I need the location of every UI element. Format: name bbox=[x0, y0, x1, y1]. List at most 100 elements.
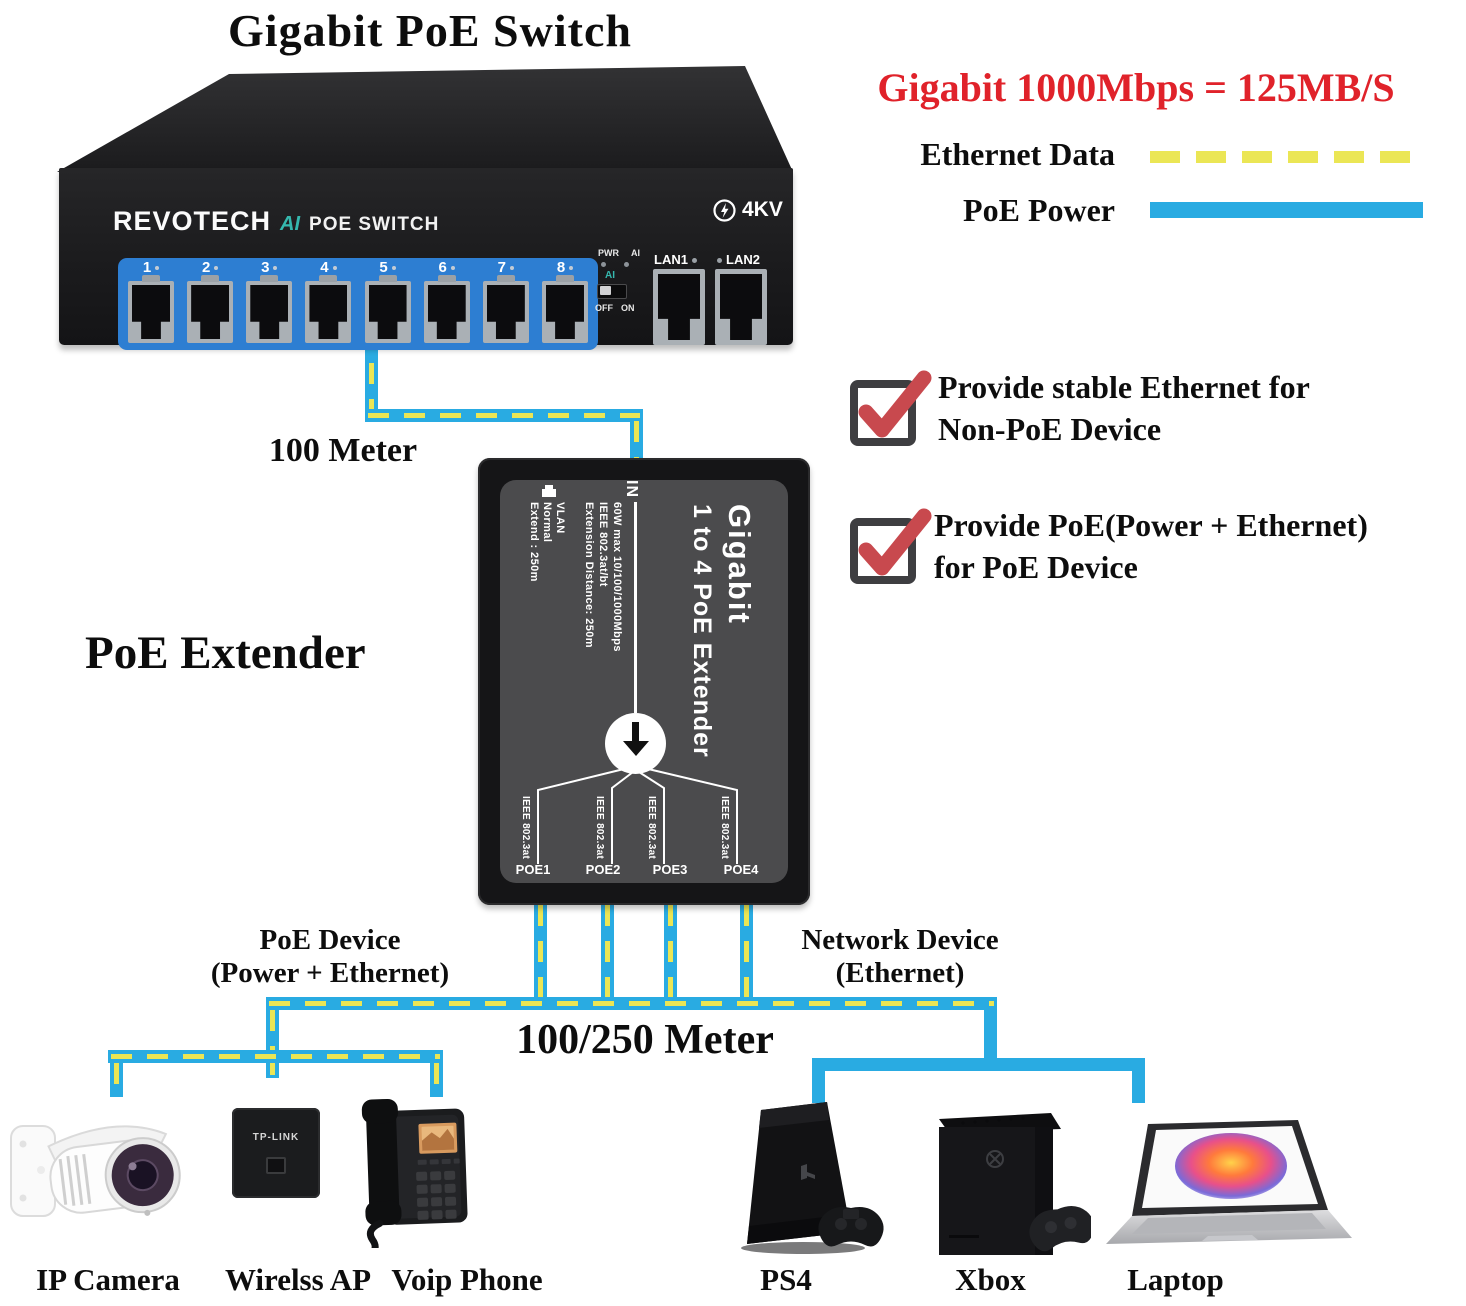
cable-length-label: 100 Meter bbox=[268, 432, 418, 469]
ai-toggle-label: AI bbox=[605, 270, 615, 281]
pwr-led bbox=[601, 262, 606, 267]
bandwidth-headline: Gigabit 1000Mbps = 125MB/S bbox=[877, 65, 1395, 110]
port-number: 8 bbox=[556, 259, 566, 276]
cable-poe-branch-bus bbox=[108, 1050, 443, 1063]
ai-led bbox=[624, 262, 629, 267]
surge-badge: 4KV bbox=[713, 198, 783, 222]
port-led bbox=[510, 266, 515, 271]
laptop-image bbox=[1106, 1120, 1352, 1244]
poe2-ieee-label: IEEE 802.3at bbox=[594, 796, 605, 860]
lan2-port bbox=[715, 269, 767, 345]
ip-camera-image bbox=[10, 1125, 181, 1217]
extender-title: PoE Extender bbox=[85, 627, 366, 679]
poe4-ieee-label: IEEE 802.3at bbox=[719, 796, 730, 860]
label-voip-phone: Voip Phone bbox=[391, 1262, 543, 1297]
ai-toggle-switch bbox=[597, 284, 627, 299]
cable-into-extender bbox=[630, 418, 643, 462]
rj45-port-7: 7 bbox=[482, 259, 529, 345]
feature-1-text: Provide stable Ethernet for Non-PoE Devi… bbox=[938, 366, 1458, 450]
poe-branch-line2: (Power + Ethernet) bbox=[210, 957, 450, 989]
poe3-ieee-label: IEEE 802.3at bbox=[646, 796, 657, 860]
cable-stub-ap bbox=[266, 1060, 279, 1078]
down-arrow-head bbox=[623, 741, 649, 756]
rj45-port-8: 8 bbox=[541, 259, 588, 345]
cable-left-drop bbox=[266, 1007, 279, 1053]
rj45-port-2: 2 bbox=[187, 259, 234, 345]
extender-name-line1: Gigabit bbox=[722, 504, 757, 625]
dip-option-extend: Extend : 250m bbox=[528, 502, 540, 582]
rj45-port-5: 5 bbox=[364, 259, 411, 345]
brand-name: REVOTECH bbox=[113, 206, 272, 236]
brand-ai: AI bbox=[280, 213, 301, 235]
poe4-port-label: POE4 bbox=[723, 862, 759, 877]
cable-switch-horizontal bbox=[365, 409, 643, 422]
switch-brand: REVOTECH AI POE SWITCH bbox=[113, 206, 439, 237]
lan1-port bbox=[653, 269, 705, 345]
rj45-port-1: 1 bbox=[128, 259, 174, 345]
label-ip-camera: IP Camera bbox=[36, 1262, 180, 1297]
port-number: 2 bbox=[201, 259, 211, 276]
cable-stub-laptop bbox=[1132, 1066, 1145, 1103]
ap-port-icon bbox=[266, 1157, 286, 1174]
rj45-port-6: 6 bbox=[423, 259, 470, 345]
network-branch-line2: (Ethernet) bbox=[835, 957, 965, 989]
extender-in-line bbox=[634, 502, 637, 713]
wireless-ap-image: TP-LINK bbox=[232, 1108, 320, 1198]
ethernet-port-icon bbox=[542, 485, 556, 497]
port-number: 6 bbox=[438, 259, 447, 276]
legend-poe-solid-line bbox=[1150, 202, 1423, 218]
poe-switch-image: REVOTECH AI POE SWITCH 4KV 1 2 3 4 5 6 7… bbox=[57, 66, 793, 350]
label-laptop: Laptop bbox=[1127, 1262, 1224, 1297]
lightning-icon bbox=[713, 198, 736, 222]
pwr-led-label: PWR bbox=[598, 248, 619, 258]
cable-stub-ps4 bbox=[812, 1066, 825, 1103]
cable-stub-camera bbox=[110, 1060, 123, 1097]
xbox-image bbox=[939, 1113, 1091, 1255]
poe-extender-image: IN VLAN Normal Extend : 250m 60W max 10/… bbox=[478, 458, 810, 905]
feature-2-line1: Provide PoE(Power + Ethernet) bbox=[934, 507, 1368, 543]
red-check-icon bbox=[858, 508, 932, 576]
feature-2-text: Provide PoE(Power + Ethernet) for PoE De… bbox=[934, 504, 1466, 588]
label-wireless-ap: Wirelss AP bbox=[224, 1262, 372, 1297]
poe-branch-label: PoE Device (Power + Ethernet) bbox=[200, 924, 460, 990]
on-label: ON bbox=[621, 303, 635, 313]
legend-ethernet-dashed-line bbox=[1150, 151, 1423, 163]
cable-network-branch-bus bbox=[812, 1058, 1145, 1071]
lan1-label: LAN1 bbox=[654, 252, 701, 267]
feature-1-line1: Provide stable Ethernet for bbox=[938, 369, 1310, 405]
checkbox-icon bbox=[850, 508, 932, 584]
port-led bbox=[569, 266, 574, 271]
poe-branch-line1: PoE Device bbox=[259, 924, 401, 956]
off-label: OFF bbox=[595, 303, 613, 313]
rj45-port-4: 4 bbox=[305, 259, 352, 345]
cable-right-drop bbox=[984, 1007, 997, 1071]
lan2-label: LAN2 bbox=[713, 252, 760, 267]
ps4-image bbox=[741, 1102, 884, 1254]
network-branch-label: Network Device (Ethernet) bbox=[770, 924, 1030, 990]
page-title: Gigabit PoE Switch bbox=[228, 5, 632, 56]
voip-phone-image bbox=[361, 1098, 468, 1248]
label-xbox: Xbox bbox=[955, 1262, 1026, 1297]
dip-option-vlan: VLAN bbox=[554, 502, 566, 534]
cable-poe3-down bbox=[664, 902, 677, 1004]
cable-poe1-down bbox=[534, 902, 547, 1004]
checkbox-icon bbox=[850, 370, 932, 446]
port-number: 5 bbox=[379, 259, 388, 276]
switch-port-panel: 1 2 3 4 5 6 7 8 bbox=[118, 258, 598, 350]
extender-in-port-label: IN bbox=[623, 480, 640, 498]
ap-brand-text: TP-LINK bbox=[252, 1132, 300, 1143]
cable-main-bus bbox=[266, 997, 997, 1010]
cable-poe4-down bbox=[740, 902, 753, 1004]
port-led bbox=[450, 266, 455, 271]
ai-led-label: AI bbox=[631, 248, 640, 258]
lan1-led bbox=[691, 258, 697, 264]
red-check-icon bbox=[858, 370, 932, 438]
splitter-fan-lines bbox=[537, 767, 738, 864]
port-led bbox=[214, 266, 219, 271]
feature-2-line2: for PoE Device bbox=[934, 549, 1138, 585]
port-led bbox=[332, 266, 337, 271]
port-number: 7 bbox=[497, 259, 507, 276]
cable-poe2-down bbox=[601, 902, 614, 1004]
distribution-length-label: 100/250 Meter bbox=[516, 1017, 774, 1063]
